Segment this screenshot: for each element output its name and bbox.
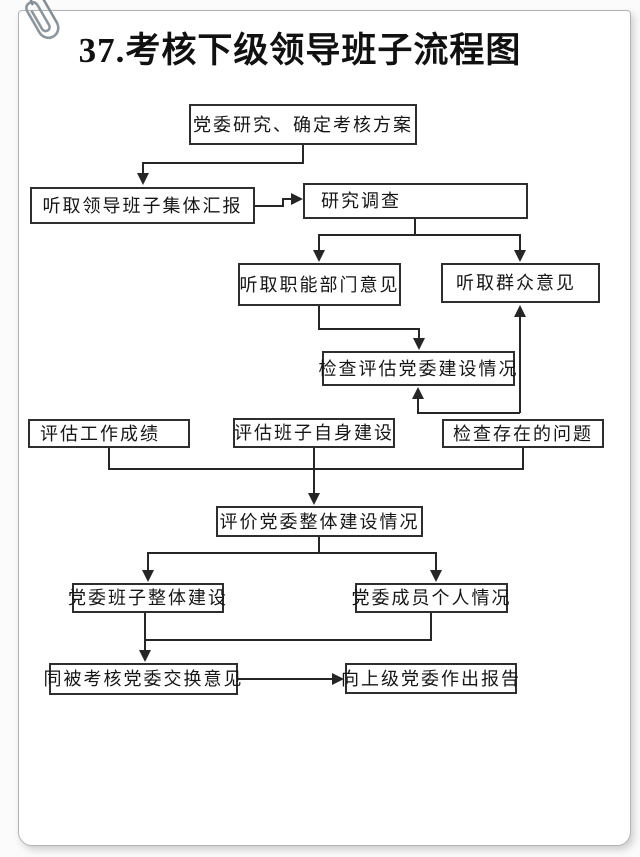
flow-node-label: 党委成员个人情况 (351, 588, 512, 608)
flow-node-label: 评价党委整体建设情况 (219, 511, 420, 532)
flow-node-team-overall-building: 党委班子整体建设 (68, 583, 226, 613)
flow-node-label: 向上级党委作出报告 (341, 668, 521, 689)
flow-node-label: 党委班子整体建设 (68, 588, 228, 608)
flow-node-hear-department-opinions: 听取职能部门意见 (238, 263, 401, 306)
flow-node-label: 同被考核党委交换意见 (43, 669, 244, 689)
flow-node-define-assessment-plan: 党委研究、确定考核方案 (189, 104, 417, 145)
paperclip-icon (25, 0, 60, 40)
flow-node-label: 检查评估党委建设情况 (318, 358, 519, 379)
flow-node-label: 检查存在的问题 (453, 423, 593, 444)
flow-node-label: 听取领导班子集体汇报 (42, 195, 243, 216)
flow-node-label: 评估班子自身建设 (234, 423, 394, 443)
flow-node-evaluate-overall-building: 评价党委整体建设情况 (216, 506, 423, 537)
paperclip-shape (25, 0, 60, 40)
flow-node-label: 听取群众意见 (456, 273, 576, 293)
flow-node-hear-team-report: 听取领导班子集体汇报 (30, 187, 255, 224)
flow-node-label: 研究调查 (321, 191, 401, 211)
flow-node-inspect-party-building: 检查评估党委建设情况 (319, 351, 517, 386)
flow-node-label: 听取职能部门意见 (239, 274, 400, 295)
flow-node-hear-mass-opinions: 听取群众意见 (441, 263, 600, 303)
flow-node-label: 评估工作成绩 (40, 423, 160, 444)
page-title: 37.考核下级领导班子流程图 (78, 31, 522, 70)
flow-node-evaluate-team-building: 评估班子自身建设 (233, 418, 395, 448)
flow-node-research-survey: 研究调查 (303, 183, 528, 219)
flow-node-evaluate-work-results: 评估工作成绩 (28, 419, 190, 448)
flow-node-label: 党委研究、确定考核方案 (193, 114, 413, 135)
flow-node-member-individual-status: 党委成员个人情况 (352, 583, 510, 613)
flow-node-exchange-opinions: 同被考核党委交换意见 (44, 663, 242, 695)
flow-node-check-problems: 检查存在的问题 (442, 419, 604, 448)
flow-node-report-to-superior: 向上级党委作出报告 (341, 663, 519, 694)
